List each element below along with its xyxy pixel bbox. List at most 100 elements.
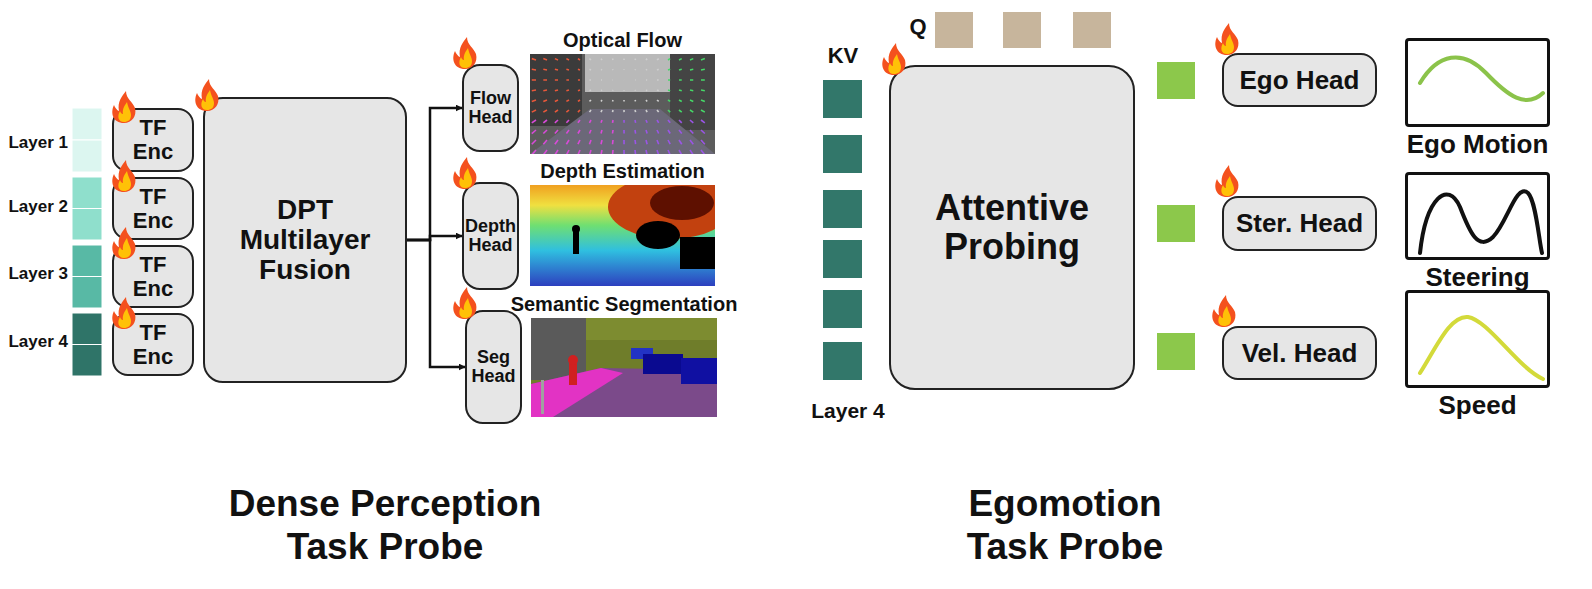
flow-vector [566,150,569,154]
box-text: Ster. Head [1225,209,1375,237]
flow-vector [657,59,659,60]
box-text: Attentive Probing [912,189,1112,267]
box-text: Flow Head [464,89,517,128]
trainable-flame [1212,295,1235,327]
flow-vector [612,69,614,71]
flow-vector [646,69,647,71]
flow-vector [555,79,558,81]
branch-arrow [407,108,462,240]
flow-vector [657,140,659,144]
probe-box: Attentive Probing [889,65,1135,390]
flow-vector [623,89,625,91]
flow-vector [623,100,625,101]
flow-vector [634,130,636,134]
query-label: Q [903,14,933,39]
flow-vector [679,89,682,91]
flow-vector [668,89,670,91]
token-square [72,345,102,377]
flow-vector [690,130,693,134]
flow-vector [690,59,693,60]
layer-label: Layer 4 [793,399,903,423]
flow-vector [589,130,591,134]
flow-vector [646,130,647,134]
flow-vector [634,59,636,60]
flow-vector [646,100,647,101]
plot-art [1408,175,1547,257]
flow-vector [701,89,705,91]
signal-curve [1420,317,1543,379]
query-token [1073,12,1111,48]
image-bg [530,54,715,154]
flow-vector [532,79,536,81]
flow-vector [555,140,558,144]
flow-vector [701,110,705,112]
flame-inner [1221,34,1234,54]
flow-vector [657,100,659,101]
flow-vector [589,110,591,112]
image-panel: Semantic Segmentation [531,318,717,417]
kv-label: KV [818,43,868,68]
flow-vector [555,120,558,123]
flow-vector [543,79,547,81]
flow-vector [600,69,603,71]
branch-arrow [407,236,462,240]
flow-vector [566,140,569,144]
panel-title: Steering [1425,263,1529,291]
kv-token [823,190,862,228]
flow-vector [532,59,536,60]
flow-vector [668,150,670,154]
flow-vector [566,130,569,134]
flow-vector [543,69,547,71]
flow-vector [532,69,536,71]
flow-vector [578,150,580,154]
flow-vector [612,120,614,123]
flow-vector [532,89,536,91]
head-box: Seg Head [465,310,522,424]
flame-inner [1221,176,1234,196]
box-text: DPT Multilayer Fusion [223,195,388,286]
layer-label: Layer 1 [2,133,68,153]
encoder-box: TF Enc [112,108,194,172]
flow-vector [566,120,569,123]
flow-vector [543,130,547,134]
flow-vector [690,79,693,81]
flow-vector [612,100,614,101]
flow-vector [600,130,603,134]
head-box: Flow Head [462,64,519,152]
flow-vector [679,79,682,81]
signal-curve [1420,191,1542,253]
flow-vector [589,79,591,81]
token-square [72,277,102,309]
flow-vector [646,140,647,144]
flow-vector [612,150,614,154]
flow-vector [589,100,591,101]
flow-vector [543,150,547,154]
flow-vector [634,100,636,101]
flow-vector [679,100,682,101]
box-text: TF Enc [130,116,176,164]
panel-title: Semantic Segmentation [511,294,738,316]
flow-vector [612,140,614,144]
flow-vector [543,110,547,112]
flow-vector [600,120,603,123]
flow-vector [612,130,614,134]
flow-vector [646,89,647,91]
flow-vector [555,130,558,134]
flow-vector [555,69,558,71]
trainable-flame [1215,23,1238,55]
box-text: TF Enc [130,321,176,369]
flow-vector [668,140,670,144]
layer-label: Layer 3 [2,264,68,284]
flow-vector [701,120,705,123]
flow-vector [600,110,603,112]
flame-outer [1215,23,1238,55]
box-text: Depth Head [464,217,517,256]
person [569,363,577,385]
kv-token [823,80,862,118]
image-art [530,54,715,154]
person [573,232,579,254]
sky [585,54,670,92]
box-text: Vel. Head [1225,339,1375,367]
flow-vector [566,100,569,101]
building [670,54,715,130]
